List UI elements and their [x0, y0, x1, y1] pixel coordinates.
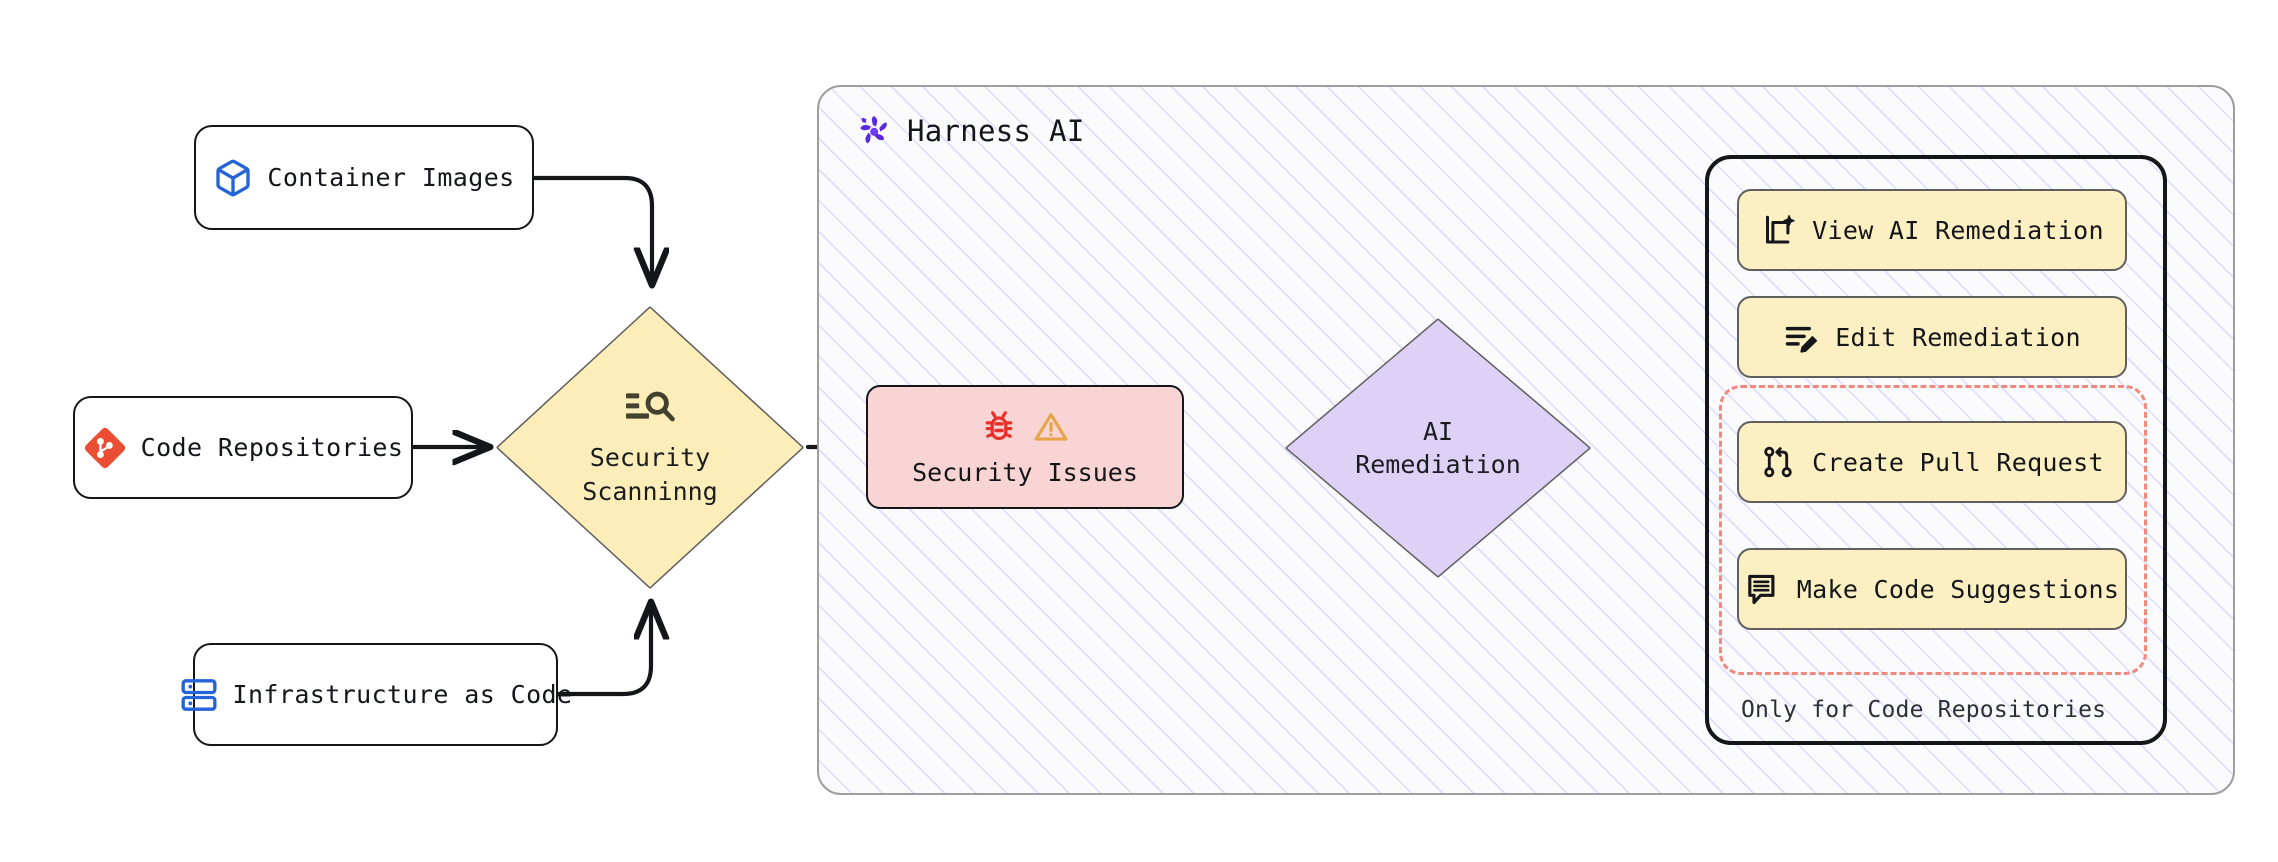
action-button-create-pull-request[interactable]: Create Pull Request — [1737, 421, 2127, 503]
action-button-edit-remediation[interactable]: Edit Remediation — [1737, 296, 2127, 378]
action-button-make-code-suggestions[interactable]: Make Code Suggestions — [1737, 548, 2127, 630]
server-icon — [179, 675, 219, 715]
cube-icon — [213, 158, 253, 198]
arrow-container-images-to-scan — [530, 175, 652, 282]
ai-document-icon — [1760, 212, 1796, 248]
input-node-infrastructure-as-code[interactable]: Infrastructure as Code — [181, 643, 572, 746]
code-repositories-only-note: Only for Code Repositories — [1741, 697, 2107, 723]
pull-request-icon — [1760, 444, 1796, 480]
harness-ai-title-text: Harness AI — [907, 114, 1085, 148]
security-issues-label: Security Issues — [912, 457, 1138, 487]
action-button-label: Create Pull Request — [1812, 447, 2104, 477]
action-button-label: Edit Remediation — [1835, 322, 2081, 352]
input-node-label: Infrastructure as Code — [232, 680, 573, 709]
process-node-security-scanning[interactable]: Security Scanninng — [490, 300, 810, 595]
git-icon — [83, 426, 127, 470]
action-button-view-ai-remediation[interactable]: View AI Remediation — [1737, 189, 2127, 271]
harness-logo-icon — [855, 112, 893, 150]
input-node-container-images[interactable]: Container Images — [194, 125, 534, 230]
process-node-ai-remediation[interactable]: AI Remediation — [1280, 313, 1596, 583]
bug-icon — [980, 408, 1018, 452]
security-issues-icons — [980, 408, 1070, 452]
input-node-label: Code Repositories — [140, 433, 404, 462]
action-button-label: Make Code Suggestions — [1796, 574, 2120, 604]
state-node-security-issues[interactable]: Security Issues — [866, 385, 1184, 509]
comment-lines-icon — [1745, 571, 1781, 607]
code-repositories-only-group — [1719, 385, 2147, 675]
input-node-code-repositories[interactable]: Code Repositories — [73, 396, 413, 499]
input-node-label: Container Images — [267, 163, 515, 192]
harness-ai-title: Harness AI — [855, 112, 1085, 150]
diamond-shape — [1280, 313, 1596, 583]
warning-triangle-icon — [1032, 408, 1070, 452]
diamond-shape — [490, 300, 810, 595]
action-button-label: View AI Remediation — [1812, 215, 2104, 245]
edit-lines-icon — [1783, 319, 1819, 355]
ai-actions-panel: View AI Remediation Edit Remediation — [1705, 155, 2167, 745]
